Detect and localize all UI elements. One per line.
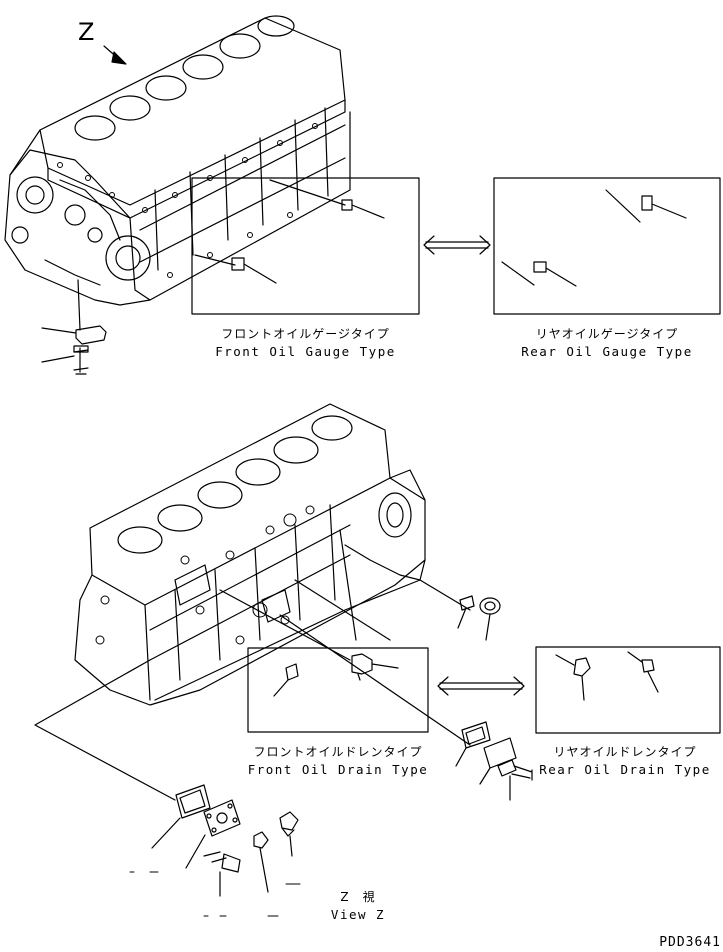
drain-cover-bolt-right — [497, 759, 533, 801]
caption-rear-oil-drain-jp: リヤオイルドレンタイプ — [553, 745, 697, 759]
drain-plug — [457, 595, 475, 629]
caption-rear-oil-gauge-en: Rear Oil Gauge Type — [521, 344, 693, 359]
drain-valve-front — [351, 653, 399, 681]
caption-front-oil-gauge-jp: フロントオイルゲージタイプ — [221, 327, 390, 341]
caption-rear-oil-gauge-jp: リヤオイルゲージタイプ — [535, 327, 679, 341]
caption-view-z-en: View Z — [330, 907, 386, 922]
gauge-guide-fitting-front-1 — [341, 199, 385, 219]
caption-rear-oil-drain: リヤオイルドレンタイプ Rear Oil Drain Type — [530, 744, 720, 778]
rear-oil-drain-box — [535, 646, 721, 734]
caption-front-oil-drain-jp: フロントオイルドレンタイプ — [253, 745, 423, 759]
top-cylinder-bores — [74, 15, 295, 141]
drain-plug-front — [273, 663, 299, 697]
drain-type-alternative-arrow — [437, 676, 525, 696]
view-z-plug — [279, 811, 299, 857]
view-z-arrow — [103, 45, 127, 65]
gauge-guide-fitting-front-2 — [231, 257, 277, 284]
drain-cover-plate-right — [479, 737, 517, 785]
caption-view-z-jp: Z 視 — [340, 890, 376, 904]
rear-oil-gauge-box — [493, 177, 721, 315]
top-engine-block — [4, 15, 351, 306]
view-z-bolt-2 — [253, 831, 269, 893]
caption-rear-oil-gauge: リヤオイルゲージタイプ Rear Oil Gauge Type — [494, 326, 720, 360]
caption-view-z: Z 視 View Z — [318, 889, 398, 923]
drain-cover-gasket-right — [455, 721, 491, 767]
gauge-guide-fitting-rear-1 — [605, 189, 687, 223]
gauge-type-alternative-arrow — [423, 235, 491, 255]
gauge-guide-fitting-rear-2 — [501, 261, 577, 287]
drain-plug-washer — [479, 597, 501, 641]
drain-plug-rear — [627, 651, 659, 693]
front-oil-drain-box — [247, 647, 429, 733]
view-marker-label: Z — [78, 18, 95, 46]
gauge-bracket-assembly — [41, 279, 107, 375]
caption-front-oil-gauge-en: Front Oil Gauge Type — [215, 344, 396, 359]
view-z-bolt-1 — [203, 851, 241, 897]
caption-front-oil-drain-en: Front Oil Drain Type — [247, 762, 429, 777]
bottom-cylinder-bores — [117, 415, 353, 554]
front-oil-gauge-box — [191, 177, 420, 315]
caption-rear-oil-drain-en: Rear Oil Drain Type — [539, 762, 711, 777]
drain-valve-rear — [555, 654, 591, 701]
view-z-gasket — [151, 784, 211, 849]
view-z-cover — [185, 799, 241, 869]
caption-front-oil-gauge: フロントオイルゲージタイプ Front Oil Gauge Type — [192, 326, 419, 360]
caption-front-oil-drain: フロントオイルドレンタイプ Front Oil Drain Type — [228, 744, 448, 778]
bottom-engine-block — [74, 403, 426, 706]
drawing-number: PDD3641 — [659, 935, 721, 950]
